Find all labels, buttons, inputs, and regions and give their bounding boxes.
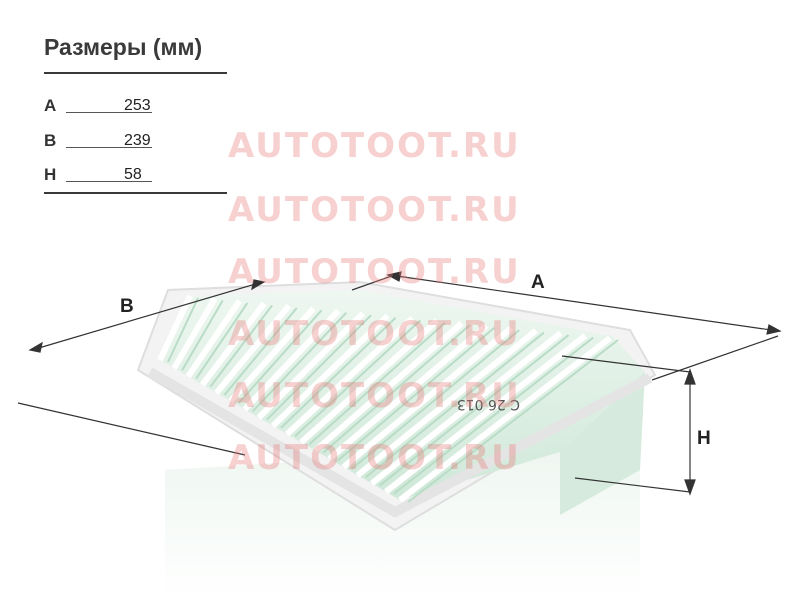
pleat-shadow (393, 336, 594, 495)
pleat-ridge (313, 320, 464, 453)
table-bottom-divider (44, 192, 227, 194)
arrow-icon (684, 479, 696, 496)
pleat-ridge (270, 313, 390, 429)
dimension-letter: A (44, 96, 57, 115)
pleat-shadow (223, 307, 298, 396)
extension-line (17, 402, 246, 456)
dimension-value: 253 (124, 97, 151, 114)
pleat-ridge (327, 323, 489, 462)
pleat-shadow (294, 319, 422, 437)
pleat-ridge (171, 296, 218, 370)
pleat-ridge (185, 299, 242, 379)
watermark-text: AUTOTOOT.RU (228, 438, 521, 478)
pleat-shadow (209, 304, 273, 388)
pleat-shadow (280, 317, 397, 429)
dimension-dash (66, 147, 152, 148)
pleat-shadow (181, 299, 224, 371)
pleat-shadow (195, 302, 249, 380)
dimensions-title: Размеры (мм) (44, 34, 203, 60)
arrow-icon (684, 368, 696, 385)
pleat-ridge (285, 316, 415, 437)
pleat-shadow (167, 297, 199, 363)
pleat-ridge (214, 303, 292, 395)
dimension-line-b (31, 281, 263, 351)
pleat-shadow (379, 334, 570, 487)
pleat-shadow (336, 326, 496, 462)
filter-frame-edge (147, 367, 653, 518)
dimension-letter: H (44, 165, 57, 184)
extension-line (574, 477, 691, 493)
label-b: B (120, 296, 134, 317)
dimension-value: 58 (124, 166, 142, 183)
watermark-text: AUTOTOOT.RU (228, 190, 521, 230)
dimension-dash (66, 181, 152, 182)
watermark-text: AUTOTOOT.RU (228, 376, 521, 416)
dimension-row-h: H 58 (44, 165, 244, 187)
product-marking: C 26 013 (457, 396, 520, 412)
pleat-ridge (341, 325, 514, 470)
pleats (157, 294, 619, 503)
pleat-shadow (237, 309, 323, 404)
dimension-letter: B (44, 131, 57, 150)
arrow-icon (251, 279, 266, 291)
watermark-text: AUTOTOOT.RU (228, 314, 521, 354)
pleat-ridge (256, 311, 366, 420)
label-h: H (697, 428, 711, 449)
pleat-shadow (407, 339, 619, 503)
pleat-shadow (266, 314, 372, 421)
dimension-value: 239 (124, 132, 151, 149)
pleat-shadow (365, 331, 545, 479)
pleat-ridge (228, 306, 316, 404)
dimension-lines (17, 271, 782, 496)
pleat-ridge (157, 294, 193, 362)
pleat-ridge (398, 335, 612, 503)
pleat-ridge (299, 318, 440, 445)
arrow-icon (28, 341, 43, 353)
pleat-shadow (322, 324, 471, 454)
dimension-row-b: B 239 (44, 131, 244, 153)
extension-line (561, 355, 691, 373)
dimension-line-a (389, 274, 779, 332)
dimension-dash (66, 112, 152, 113)
extension-line (651, 335, 779, 381)
pleat-ridge (355, 328, 538, 478)
pleat-ridge (199, 301, 267, 387)
pleat-shadow (251, 312, 347, 413)
pleat-shadow (350, 329, 520, 470)
pleat-shadow (308, 321, 446, 446)
watermark-text: AUTOTOOT.RU (228, 126, 521, 166)
arrow-icon (766, 324, 782, 335)
arrow-icon (386, 271, 402, 282)
title-divider (44, 72, 227, 74)
dimension-row-a: A 253 (44, 96, 244, 118)
watermark-text: AUTOTOOT.RU (228, 252, 521, 292)
pleat-ridge (242, 308, 341, 412)
label-a: A (531, 272, 545, 293)
pleat-ridge (384, 333, 588, 495)
pleat-ridge (369, 330, 563, 486)
